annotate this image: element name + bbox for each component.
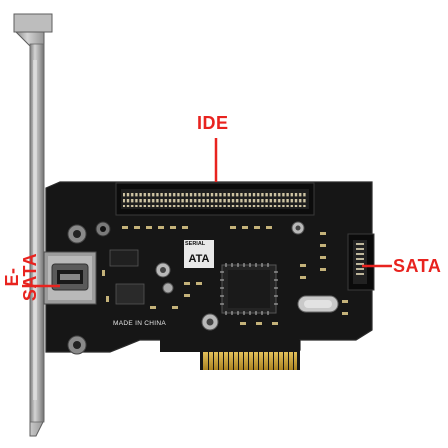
mounting-bracket xyxy=(13,13,53,437)
ide-label: IDE xyxy=(197,113,229,133)
pcie-gold-contacts xyxy=(203,352,297,370)
made-in-silkscreen: MADE IN CHINA xyxy=(113,320,167,327)
sata-label: SATA xyxy=(393,256,442,276)
sata-connector xyxy=(347,233,375,291)
esata-label: E-SATA xyxy=(2,252,40,302)
crystal-oscillator xyxy=(297,295,339,313)
esata-port xyxy=(43,251,97,305)
controller-chip xyxy=(220,263,278,315)
serial-ata-logo: ATA xyxy=(184,240,214,268)
smd-components xyxy=(102,226,348,325)
ide-connector xyxy=(115,182,315,216)
capacitors xyxy=(155,221,305,331)
mounting-holes xyxy=(67,221,111,355)
serial-silkscreen: SERIAL xyxy=(185,241,206,247)
eeprom-chip xyxy=(109,249,145,305)
svg-text:ATA: ATA xyxy=(189,253,210,265)
callout-lines xyxy=(22,138,392,288)
